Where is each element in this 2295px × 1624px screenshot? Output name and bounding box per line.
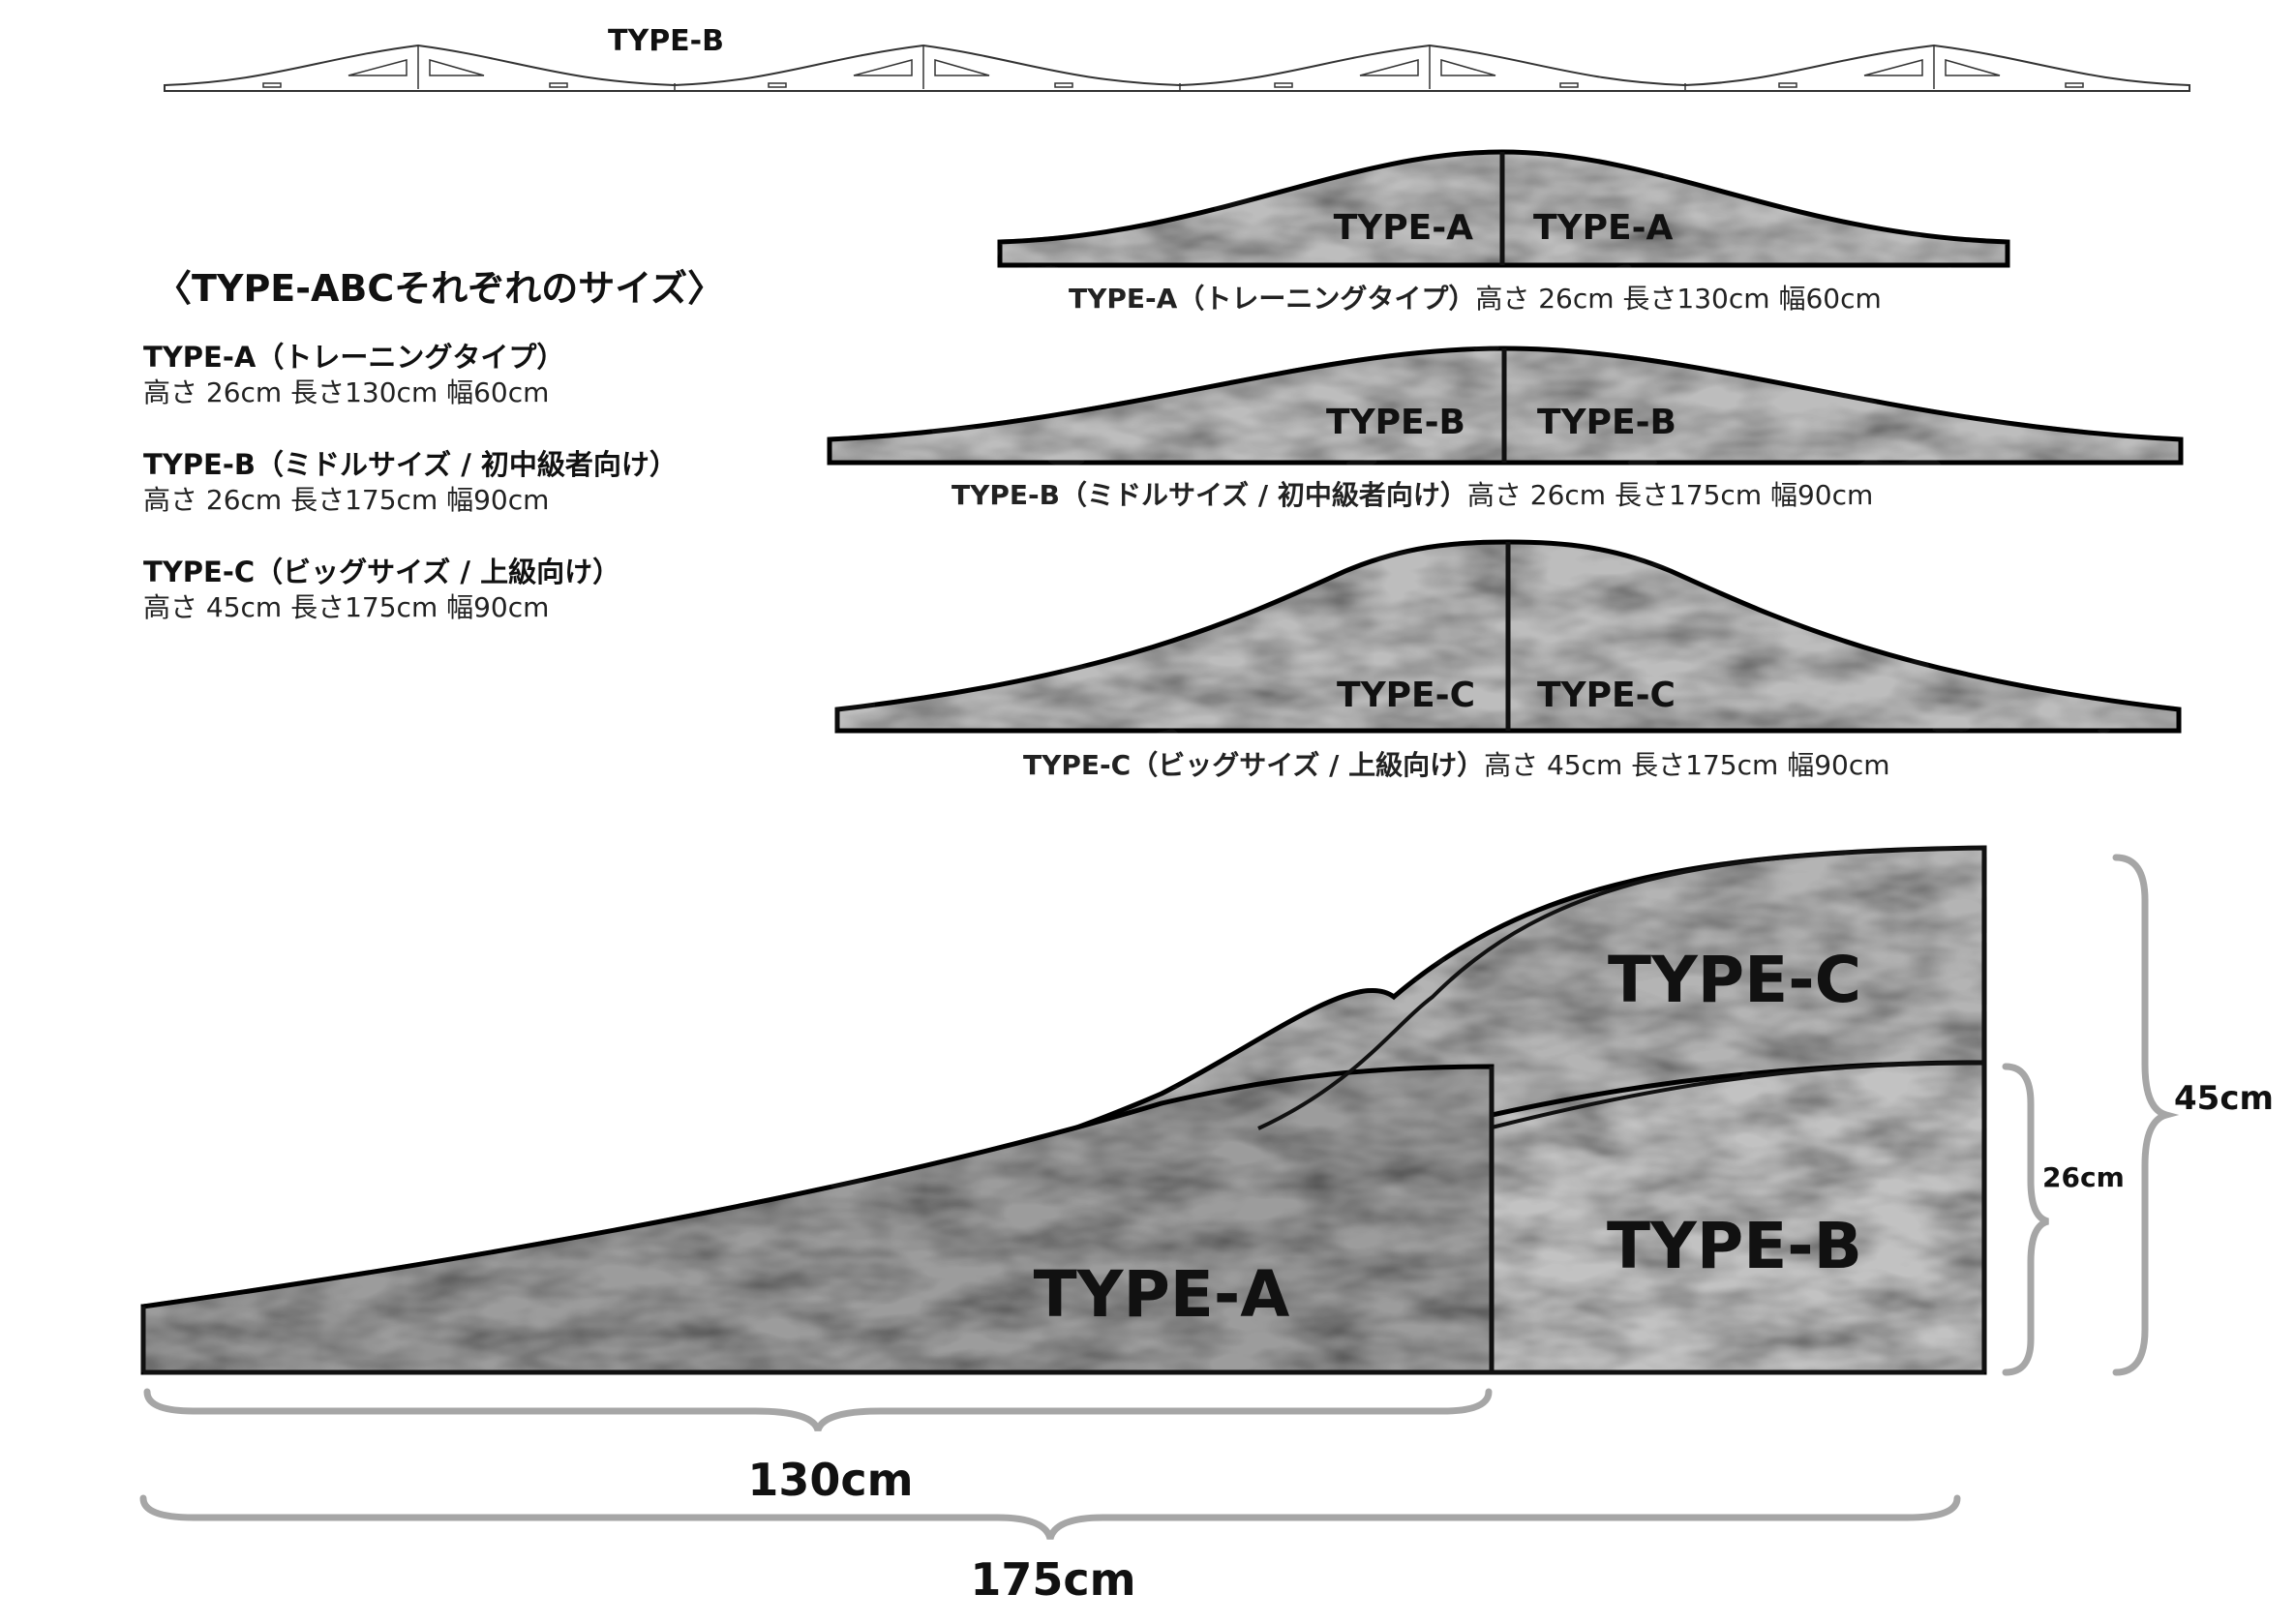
profile-type-b-caption-name: TYPE-B（ミドルサイズ / 初中級者向け） <box>951 479 1467 511</box>
brace-45cm <box>2112 854 2180 1376</box>
profile-type-b-caption-dims: 高さ 26cm 長さ175cm 幅90cm <box>1467 479 1873 511</box>
top-rail-label: TYPE-B <box>608 24 724 58</box>
profile-type-c-caption-dims: 高さ 45cm 長さ175cm 幅90cm <box>1484 749 1889 781</box>
profile-type-a-left-label: TYPE-A <box>1334 208 1474 248</box>
profile-type-b-right-label: TYPE-B <box>1537 403 1676 442</box>
profile-type-c-left-label: TYPE-C <box>1337 676 1475 715</box>
top-rail-chain: TYPE-B <box>164 24 2190 92</box>
summary-item-type-a-name: TYPE-A（トレーニングタイプ） <box>143 341 565 374</box>
summary-item-type-c: TYPE-C（ビッグサイズ / 上級向け） 高さ 45cm 長さ175cm 幅9… <box>143 554 620 626</box>
profile-type-a-caption: TYPE-A（トレーニングタイプ）高さ 26cm 長さ130cm 幅60cm <box>1069 283 1882 315</box>
profile-type-b-left-label: TYPE-B <box>1326 403 1465 442</box>
dim-175cm-label: 175cm <box>970 1553 1135 1606</box>
profile-type-c-caption-name: TYPE-C（ビッグサイズ / 上級向け） <box>1023 749 1484 781</box>
profile-type-c-right-label: TYPE-C <box>1537 676 1676 715</box>
profile-type-c-caption: TYPE-C（ビッグサイズ / 上級向け）高さ 45cm 長さ175cm 幅90… <box>1023 749 1890 781</box>
comparison-type-a-label: TYPE-A <box>1034 1257 1290 1332</box>
summary-item-type-c-name: TYPE-C（ビッグサイズ / 上級向け） <box>143 556 621 588</box>
summary-item-type-b-dims: 高さ 26cm 長さ175cm 幅90cm <box>143 484 550 517</box>
dim-45cm-label: 45cm <box>2174 1079 2274 1118</box>
brace-130cm <box>143 1388 1493 1432</box>
profile-type-a-caption-name: TYPE-A（トレーニングタイプ） <box>1069 283 1475 315</box>
summary-item-type-a-dims: 高さ 26cm 長さ130cm 幅60cm <box>143 376 550 409</box>
comparison-type-a-shape <box>140 1064 1495 1375</box>
comparison-type-b-label: TYPE-B <box>1607 1209 1862 1283</box>
summary-item-type-a: TYPE-A（トレーニングタイプ） 高さ 26cm 長さ130cm 幅60cm <box>143 339 564 411</box>
size-comparison: TYPE-A TYPE-B TYPE-C 130cm 175cm 26cm 45… <box>139 845 2274 1606</box>
profile-type-a-right-label: TYPE-A <box>1533 208 1674 248</box>
summary-heading: 〈TYPE-ABCそれぞれのサイズ〉 <box>155 267 725 310</box>
top-rail-outline <box>164 44 2190 92</box>
profile-type-c: TYPE-C TYPE-C TYPE-C（ビッグサイズ / 上級向け）高さ 45… <box>834 539 2182 781</box>
brace-175cm <box>139 1494 1961 1541</box>
dim-130cm-label: 130cm <box>747 1454 913 1506</box>
summary-item-type-c-dims: 高さ 45cm 長さ175cm 幅90cm <box>143 591 550 624</box>
brace-26cm <box>2002 1063 2050 1376</box>
comparison-type-c-label: TYPE-C <box>1608 943 1861 1017</box>
profile-type-a: TYPE-A TYPE-A TYPE-A（トレーニングタイプ）高さ 26cm 長… <box>997 149 2010 315</box>
summary-item-type-b: TYPE-B（ミドルサイズ / 初中級者向け） 高さ 26cm 長さ175cm … <box>143 446 678 519</box>
summary-item-type-b-name: TYPE-B（ミドルサイズ / 初中級者向け） <box>143 448 678 481</box>
profile-type-b: TYPE-B TYPE-B TYPE-B（ミドルサイズ / 初中級者向け）高さ … <box>827 346 2184 511</box>
profile-type-a-caption-dims: 高さ 26cm 長さ130cm 幅60cm <box>1475 283 1881 315</box>
dim-26cm-label: 26cm <box>2042 1161 2125 1193</box>
profile-type-b-caption: TYPE-B（ミドルサイズ / 初中級者向け）高さ 26cm 長さ175cm 幅… <box>951 479 1873 511</box>
